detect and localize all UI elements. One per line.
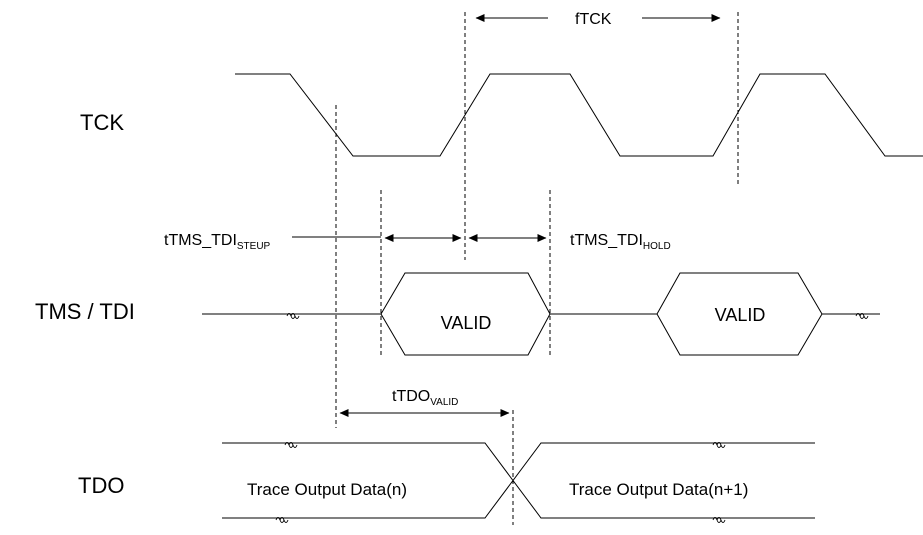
ftck-label: fTCK xyxy=(575,11,612,28)
tck-signal-label: TCK xyxy=(80,110,124,135)
valid-window-2-label: VALID xyxy=(715,305,766,325)
valid-window-1-label: VALID xyxy=(441,313,492,333)
hold-time-label: tTMS_TDIHOLD xyxy=(570,232,671,252)
tdo-break-mark-upper-left xyxy=(284,442,298,448)
tdo-waveform-lower xyxy=(222,442,815,519)
tdo-next-data-label: Trace Output Data(n+1) xyxy=(569,480,748,499)
tdo-signal-label: TDO xyxy=(78,473,124,498)
tms-tdi-signal-label: TMS / TDI xyxy=(35,299,135,324)
tms-tdi-break-mark-left xyxy=(286,313,300,319)
tck-waveform xyxy=(235,73,923,157)
tdo-valid-label: tTDOVALID xyxy=(392,388,458,408)
tdo-break-mark-upper-right xyxy=(712,442,726,448)
tdo-break-mark-lower-left xyxy=(275,517,289,523)
tdo-break-mark-lower-right xyxy=(712,517,726,523)
tdo-current-data-label: Trace Output Data(n) xyxy=(247,480,407,499)
tms-tdi-break-mark-right xyxy=(855,313,869,319)
setup-time-label: tTMS_TDISTEUP xyxy=(164,232,271,252)
